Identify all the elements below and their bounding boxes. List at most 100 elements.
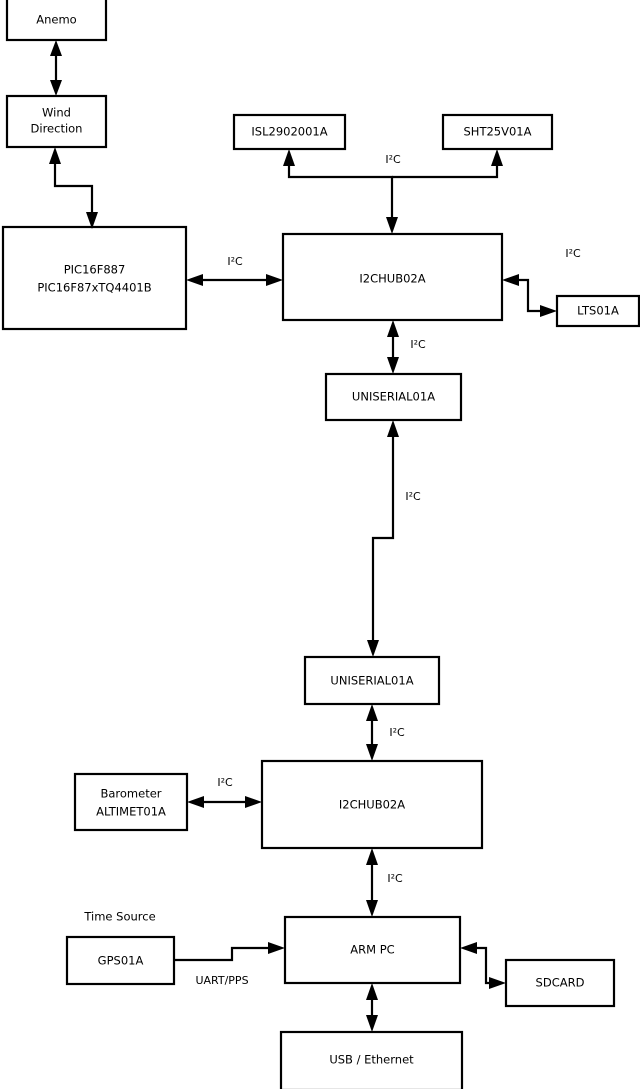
edge-armpc-usb-arrowhead-down [366,1015,378,1032]
edge-armpc-usb [366,983,378,1032]
edge-hub-sensors-path-right [392,162,499,179]
edge-hub-armpc-arrowhead-down [366,900,378,917]
edge-wind-pic-arrowhead-down [86,212,98,229]
node-isl2902001a-label: ISL2902001A [251,125,327,139]
node-pic[interactable]: PIC16F887 PIC16F87xTQ4401B [1,225,188,331]
node-isl2902001a[interactable]: ISL2902001A [232,113,347,151]
node-uniserial01a-bottom-label: UNISERIAL01A [330,674,413,688]
edge-anemo-wind-arrowhead-down [50,80,62,96]
edge-pic-hub-label: I²C [227,255,243,268]
edge-hub-sensors-path-left [287,162,394,226]
node-pic-label-line1: PIC16F887 [64,263,126,277]
edge-hub-sensors-label: I²C [385,153,401,166]
node-sht25v01a-label: SHT25V01A [464,125,532,139]
node-uniserial01a-bottom-box [303,655,441,706]
edge-hub-uniserial-top-arrowhead-up [387,320,399,337]
node-uniserial01a-top[interactable]: UNISERIAL01A [324,372,463,422]
node-i2chub02a-top-box [281,232,504,322]
node-gps01a[interactable]: GPS01A [65,935,176,986]
node-lts01a[interactable]: LTS01A [555,294,640,328]
edge-hub-armpc-arrowhead-up [366,848,378,865]
edge-hub-lts: I²C [502,247,581,317]
node-i2chub02a-bottom-box [260,759,484,850]
node-wind-direction-label-line2: Direction [31,122,83,136]
edge-pic-hub-arrowhead-left [186,274,203,286]
edge-hub-isl-arrowhead [283,149,295,166]
edge-gps-armpc-path [174,946,275,962]
node-uniserial01a-bottom[interactable]: UNISERIAL01A [303,655,441,706]
node-isl2902001a-box [232,113,347,151]
node-lts01a-label: LTS01A [577,304,619,318]
node-uniserial01a-top-label: UNISERIAL01A [352,390,435,404]
edge-uniserial-link-arrowhead-down [367,640,379,657]
edge-wind-pic-path [53,162,94,218]
edge-uniserial-hub-bottom: I²C [366,704,405,761]
node-i2chub02a-bottom[interactable]: I2CHUB02A [260,759,484,850]
node-wind-direction-box [5,94,108,149]
edge-gps-armpc-arrowhead [268,942,285,954]
node-i2chub02a-top-label: I2CHUB02A [359,272,425,286]
node-uniserial01a-top-box [324,372,463,422]
edge-armpc-sdcard-arrowhead-in [460,942,477,954]
node-pic-label-line2: PIC16F87xTQ4401B [37,281,151,295]
node-barometer-label-line2: ALTIMET01A [96,805,166,819]
node-usb-ethernet[interactable]: USB / Ethernet [279,1030,464,1089]
edge-hub-sensors-arrowhead-down [386,217,398,234]
edge-hub-lts-label: I²C [565,247,581,260]
edge-armpc-sdcard-arrowhead-out [489,977,506,989]
edge-anemo-wind-arrowhead-up [50,40,62,56]
node-sdcard[interactable]: SDCARD [504,958,616,1008]
edge-hub-lts-path [514,278,547,313]
edge-wind-pic-arrowhead-up [49,147,61,164]
node-barometer[interactable]: Barometer ALTIMET01A [73,772,189,832]
node-sdcard-label: SDCARD [536,976,585,990]
edge-hub-sht-arrowhead [491,149,503,166]
edge-hub-armpc-label: I²C [387,872,403,885]
node-arm-pc-box [283,915,462,985]
node-anemo[interactable]: Anemo [5,0,108,42]
edge-barometer-hub-arrowhead-right [245,796,262,808]
edge-armpc-sdcard [460,942,506,989]
edge-barometer-hub-label: I²C [217,776,233,789]
edge-uniserial-hub-bottom-label: I²C [389,726,405,739]
edge-hub-uniserial-top-label: I²C [410,338,426,351]
edge-armpc-usb-arrowhead-up [366,983,378,1000]
edge-barometer-hub-arrowhead-left [187,796,204,808]
edge-gps-armpc-label: UART/PPS [195,974,248,987]
edge-hub-lts-arrowhead-out [540,305,557,317]
edge-hub-sensors: I²C [283,149,503,234]
node-sht25v01a[interactable]: SHT25V01A [441,113,554,151]
node-barometer-box [73,772,189,832]
edge-hub-armpc: I²C [366,848,403,917]
edge-uniserial-link-label: I²C [405,490,421,503]
node-usb-ethernet-box [279,1030,464,1089]
node-barometer-label-line1: Barometer [100,787,161,801]
label-time-source: Time Source [83,910,155,924]
edge-uniserial-link: I²C [367,420,421,657]
edge-anemo-wind [50,40,62,96]
edge-gps-armpc: UART/PPS [174,942,285,987]
node-arm-pc-label: ARM PC [350,943,394,957]
node-i2chub02a-top[interactable]: I2CHUB02A [281,232,504,322]
edge-wind-pic [49,147,98,229]
edge-hub-uniserial-top-arrowhead-down [387,357,399,374]
node-anemo-label: Anemo [36,13,76,27]
edge-hub-uniserial-top: I²C [387,320,426,374]
node-pic-box [1,225,188,331]
node-wind-direction[interactable]: Wind Direction [5,94,108,149]
edge-hub-lts-arrowhead-in [502,274,519,286]
edge-uniserial-link-path [371,432,395,648]
node-arm-pc[interactable]: ARM PC [283,915,462,985]
edge-uniserial-link-arrowhead-up [387,420,399,437]
edge-pic-hub: I²C [186,255,283,286]
edge-uniserial-hub-bottom-arrowhead-down [366,744,378,761]
node-i2chub02a-bottom-label: I2CHUB02A [339,798,405,812]
node-sht25v01a-box [441,113,554,151]
node-anemo-box [5,0,108,42]
edge-pic-hub-arrowhead-right [266,274,283,286]
edge-barometer-hub: I²C [187,776,262,808]
node-usb-ethernet-label: USB / Ethernet [329,1053,414,1067]
node-gps01a-label: GPS01A [98,954,144,968]
